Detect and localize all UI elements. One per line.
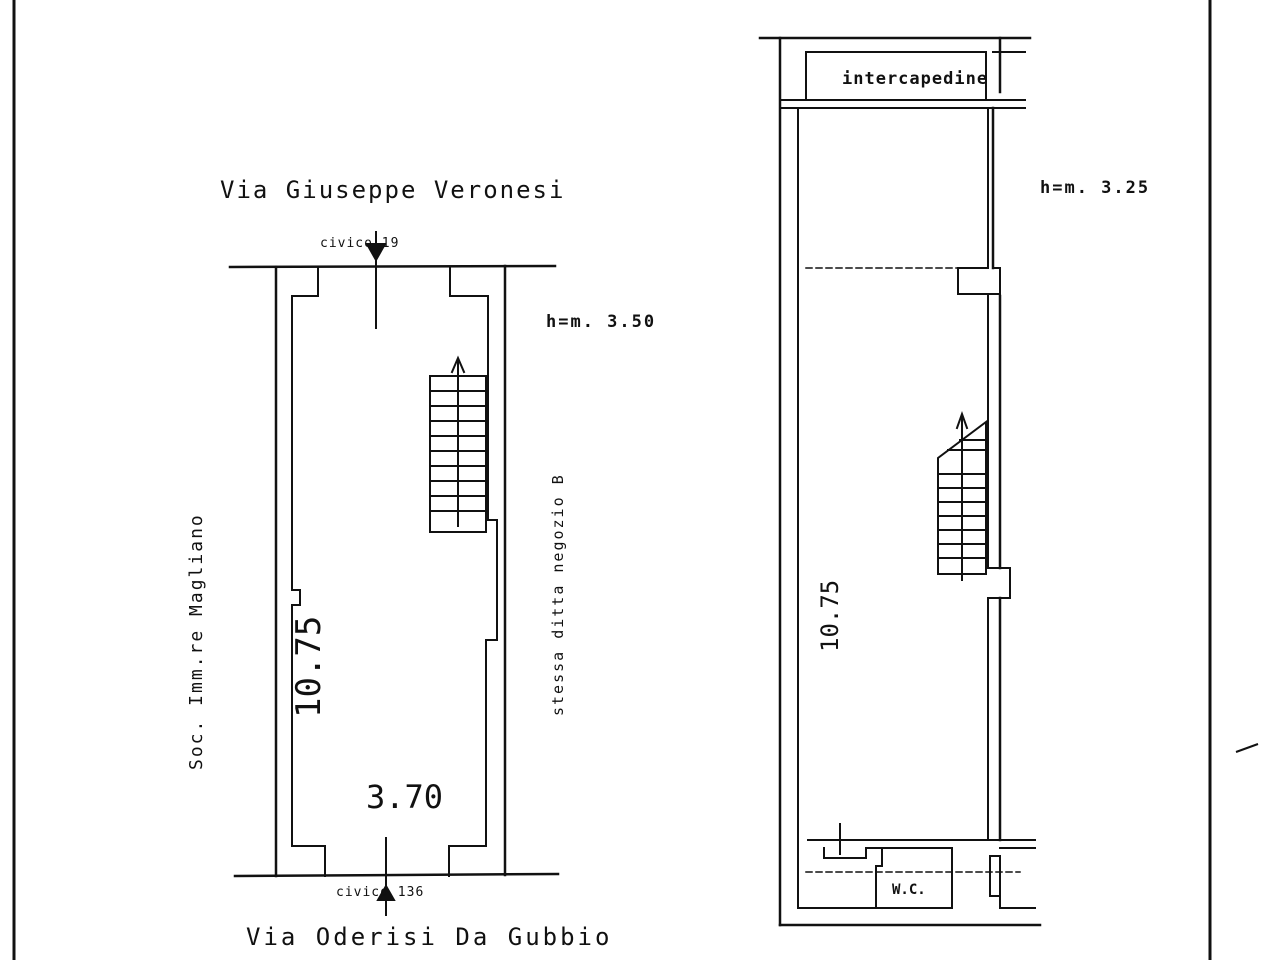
dimension-length-left: 10.75 <box>289 616 329 718</box>
civico-bottom: civico 136 <box>336 885 424 900</box>
neighbor-right-label: stessa ditta negozio B <box>549 473 567 716</box>
left-staircase <box>429 355 487 533</box>
left-entrance-arrows <box>365 231 396 916</box>
wc-block <box>805 823 1036 909</box>
street-line-top <box>228 264 557 269</box>
intercapedine-box <box>779 51 1026 109</box>
right-plan <box>758 36 1042 927</box>
intercapedine-label: intercapedine <box>842 69 988 89</box>
street-line-bottom <box>233 872 560 878</box>
left-plan <box>228 231 560 916</box>
right-inner-walls <box>797 107 1011 909</box>
left-outer-walls <box>274 264 507 878</box>
right-outer-walls <box>778 36 1002 927</box>
civico-top: civico 19 <box>320 236 399 251</box>
street-name-bottom: Via Oderisi Da Gubbio <box>246 923 612 951</box>
stray-mark <box>1235 743 1259 753</box>
sheet-frame <box>12 0 1212 960</box>
neighbor-left-label: Soc. Imm.re Magliano <box>186 513 207 770</box>
dimension-width: 3.70 <box>366 778 443 816</box>
wc-label: W.C. <box>892 882 926 898</box>
street-name-top: Via Giuseppe Veronesi <box>220 176 565 204</box>
left-inner-walls <box>291 266 498 877</box>
height-label-left: h=m. 3.50 <box>546 312 656 332</box>
dimension-length-right: 10.75 <box>816 580 844 652</box>
right-staircase <box>937 411 987 581</box>
height-label-right: h=m. 3.25 <box>1040 178 1150 198</box>
